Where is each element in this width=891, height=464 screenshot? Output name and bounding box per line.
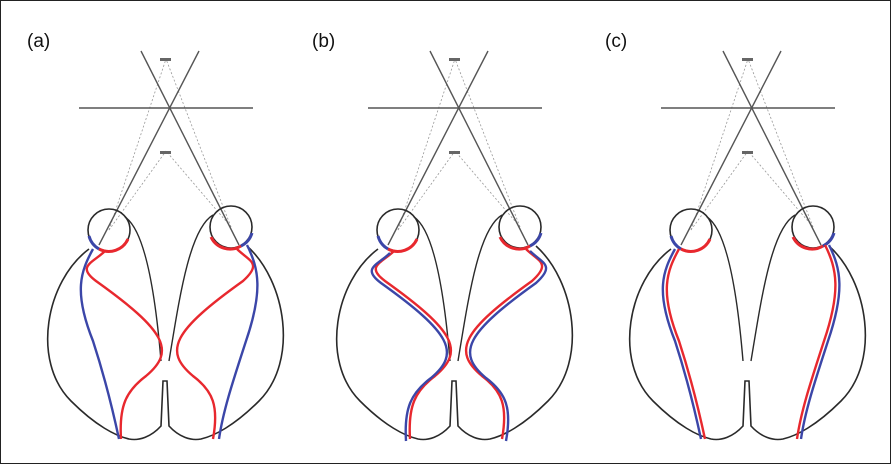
diagram-group [48,51,284,439]
fixation-line [748,59,813,227]
sight-line-right [723,51,821,245]
panel-diagram [587,1,883,463]
fixation-line [455,151,520,227]
near-target [160,151,171,154]
fixation-line [398,151,455,230]
panel-diagram [294,1,590,463]
panel-diagram [1,1,297,463]
inner-contour-right [169,215,213,361]
fixation-line [455,59,520,227]
sight-line-right [141,51,239,245]
diagram-group [337,51,573,441]
blue-pathway-left [372,253,447,441]
red-pathway-right [797,245,835,439]
left-temporal-retina [671,236,681,249]
left-nasal-retina [388,239,417,251]
diagram-group [630,51,866,439]
inner-contour-right [458,215,502,361]
far-target [449,58,460,61]
left-temporal-retina [378,236,388,249]
inner-contour-left [707,217,743,361]
inner-contour-right [751,215,795,361]
red-pathway-left [667,249,705,439]
fixation-line [166,59,231,227]
red-pathway-right [177,249,253,439]
right-temporal-retina [823,233,834,246]
near-target [449,151,460,154]
right-temporal-retina [530,233,541,246]
left-temporal-retina [89,236,99,249]
right-temporal-retina [241,233,252,246]
left-nasal-retina [681,239,710,251]
left-nasal-retina [99,239,128,251]
panel-a: (a) [1,1,297,463]
far-target [160,58,171,61]
fixation-line [109,151,166,230]
inner-contour-left [125,217,161,361]
fixation-line [748,151,813,227]
sight-line-right [430,51,528,245]
far-target [742,58,753,61]
fixation-line [691,151,748,230]
sight-line-left [681,51,781,245]
red-pathway-right [466,249,542,439]
sight-line-left [99,51,199,245]
near-target [742,151,753,154]
panel-c: (c) [587,1,883,463]
blue-pathway-right [219,245,257,439]
panel-b: (b) [294,1,590,463]
sight-line-left [388,51,488,245]
blue-pathway-left [81,249,119,439]
fixation-line [166,151,231,227]
